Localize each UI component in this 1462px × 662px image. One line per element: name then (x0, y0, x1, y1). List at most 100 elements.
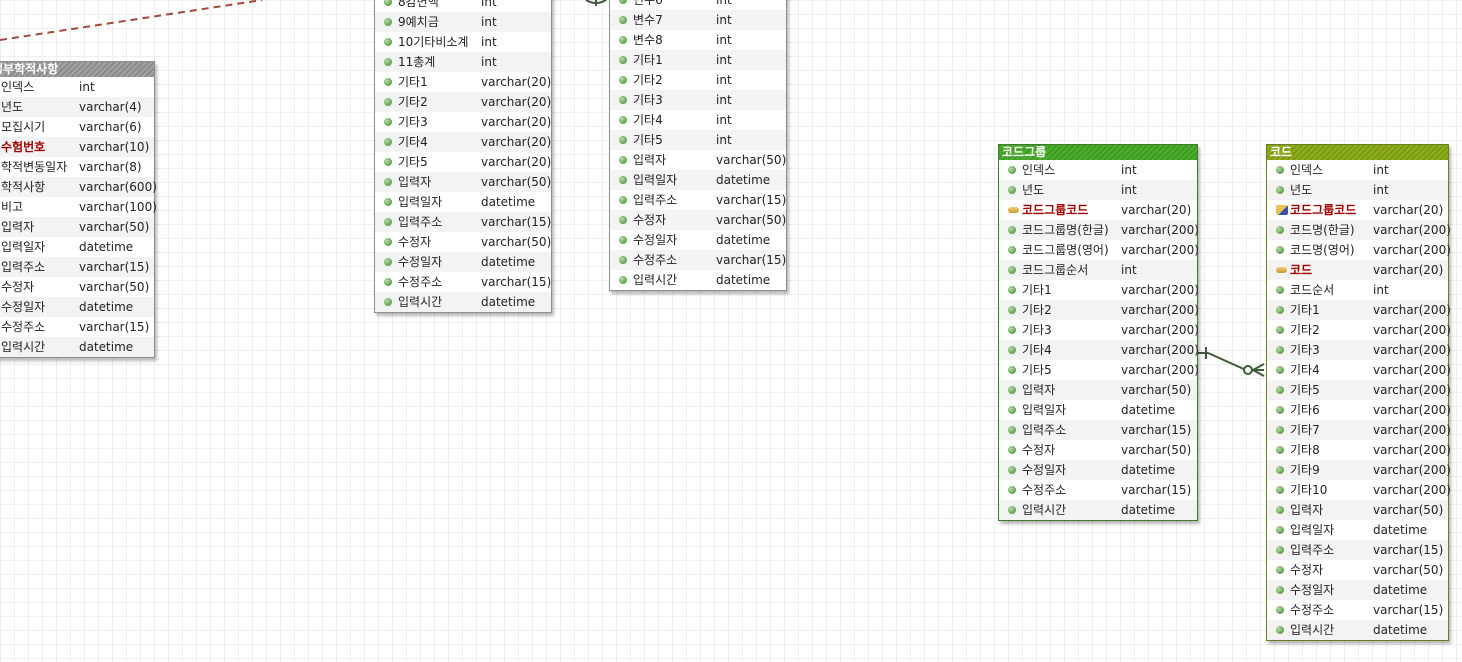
relationship-codegroup-code[interactable] (1197, 347, 1265, 377)
column-name: 인덱스 (1290, 163, 1324, 177)
column-row[interactable]: 코드그룹명(한글)varchar(200) (999, 220, 1199, 240)
dashed-relationship-line[interactable] (0, 0, 263, 41)
entity-title: 코드그룹 (999, 145, 1197, 160)
column-row[interactable]: 코드명(한글)varchar(200) (1267, 220, 1451, 240)
column-row[interactable]: 코드그룹명(영어)varchar(200) (999, 240, 1199, 260)
green-dot-icon (1276, 246, 1284, 254)
column-name: 기타10 (1290, 483, 1328, 497)
column-row[interactable]: 코드명(영어)varchar(200) (1267, 240, 1451, 260)
entity-student-academic[interactable]: 생부학적사항 인덱스int년도varchar(4)모집시기varchar(6)수… (0, 61, 157, 358)
column-type: varchar(200) (1121, 243, 1199, 257)
